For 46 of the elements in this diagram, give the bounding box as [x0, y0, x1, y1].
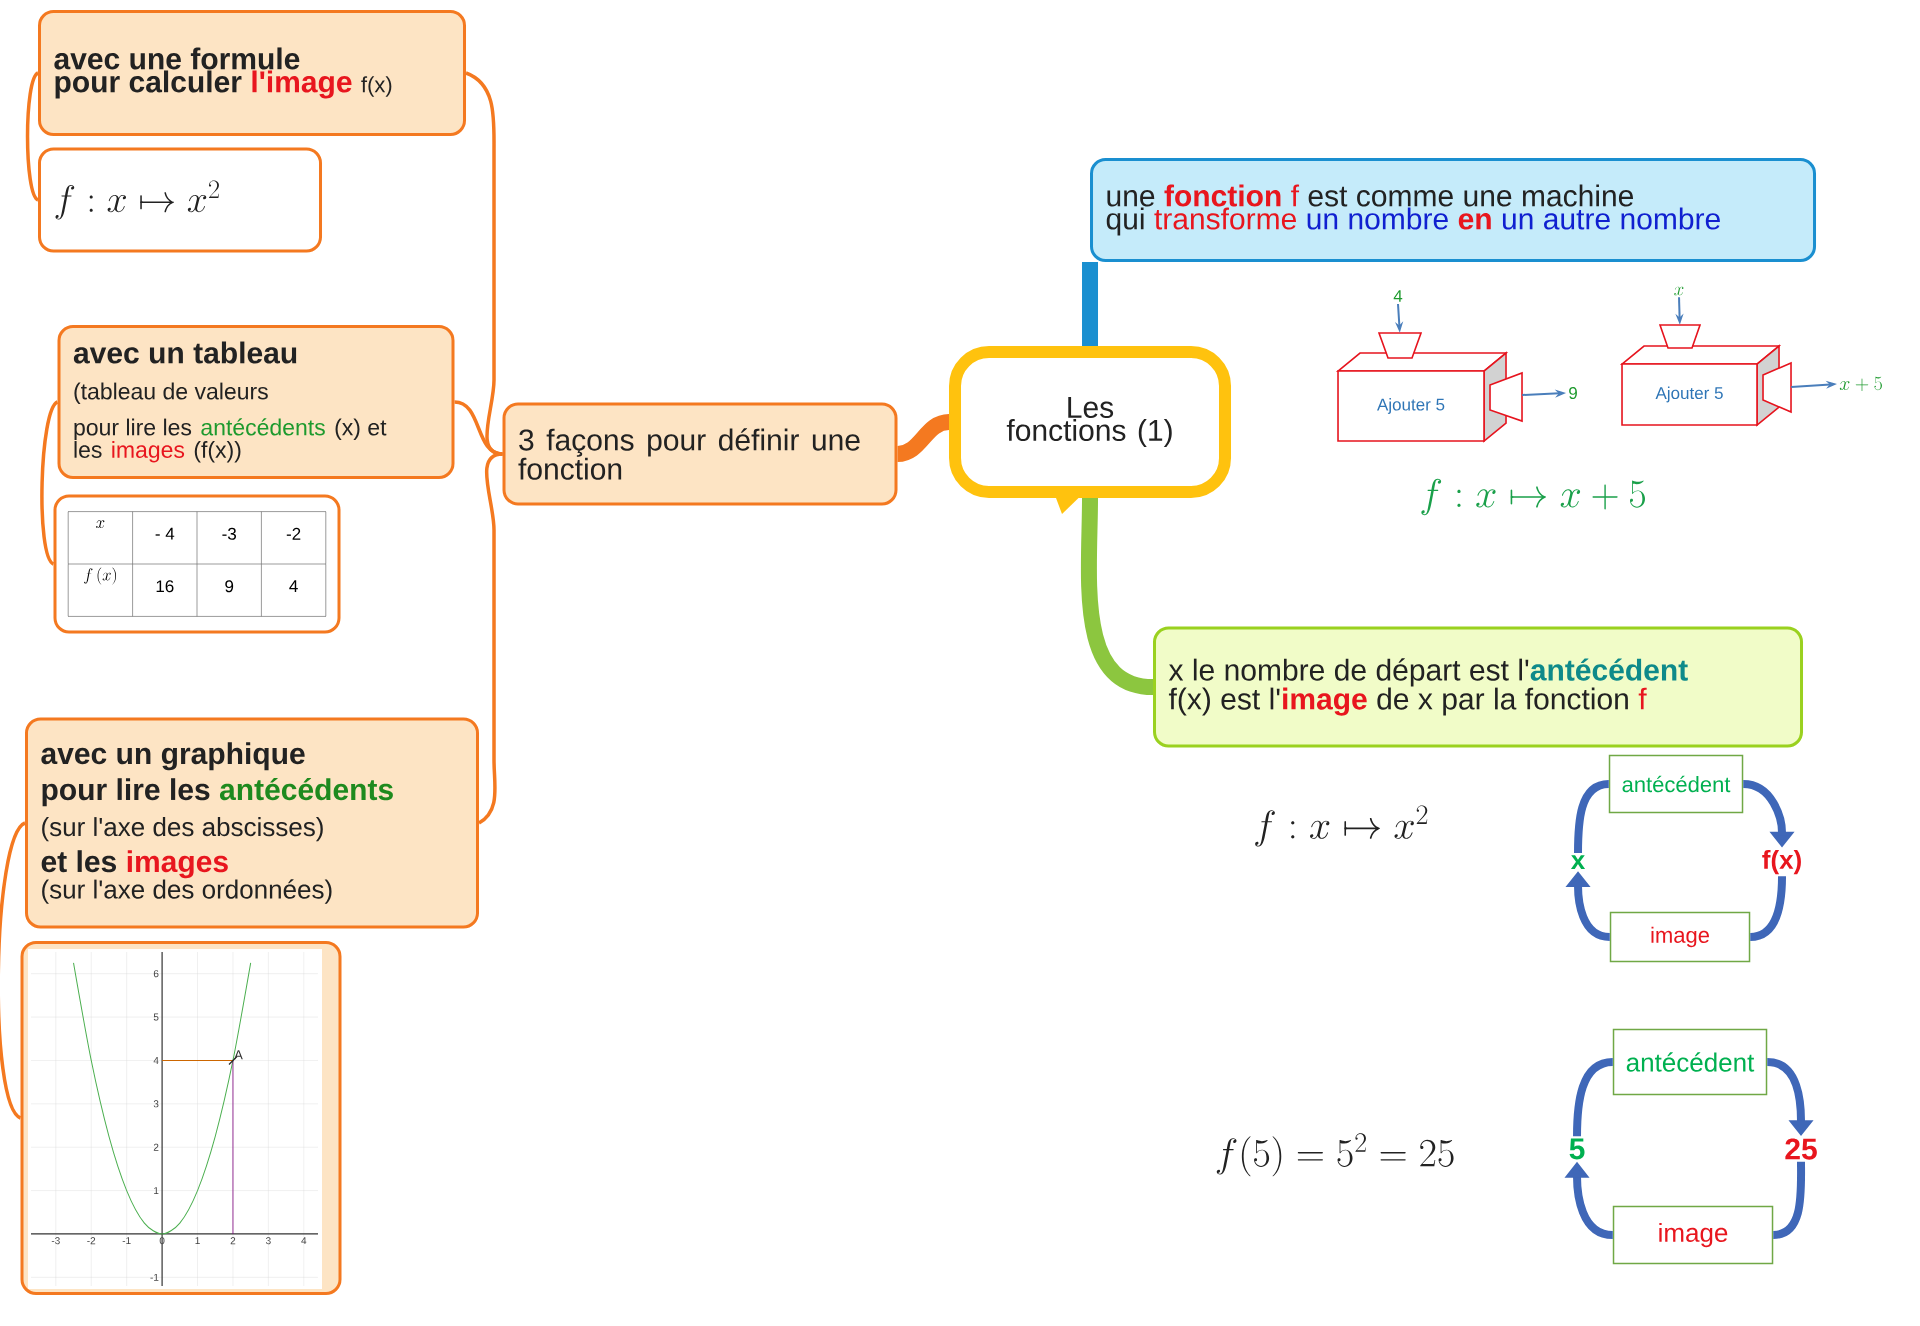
- text-label: 9: [1569, 387, 1577, 400]
- y-tick-label: 2: [153, 1143, 159, 1151]
- branch-box: une fonction f est comme une machine qui transforme un nombre en un autre nombre: [1090, 158, 1816, 262]
- x-tick-label: -3: [51, 1237, 60, 1245]
- x-tick-label: 4: [301, 1237, 307, 1245]
- y-tick-label: 5: [153, 1013, 159, 1021]
- branch-line: [478, 452, 503, 825]
- branch-box: x le nombre de départ est l'antécédent f(x) est l'image de x par la fonction f: [1153, 626, 1803, 748]
- formula: $f : x \mapsto x + 5$: [1421, 478, 1645, 516]
- annotation: A: [234, 1050, 243, 1060]
- y-tick-label: 3: [153, 1100, 159, 1108]
- text-label: $x + 5$: [1839, 376, 1882, 392]
- word-box: antécédent: [1608, 754, 1744, 814]
- branch-box: 3 façons pour définir une fonction: [502, 402, 898, 506]
- branch-box: avec un tableau (tableau de valeurs pour lire les antécédents (x) et les images (f(x)): [57, 325, 455, 479]
- branch-box: $f : x \mapsto x^{2}$: [38, 147, 322, 253]
- branch-line: [0, 821, 27, 1120]
- text-label: 5: [1569, 1138, 1585, 1160]
- branch-line: [1082, 262, 1098, 346]
- value-table: $x$ - 4 -3 -2 $f\left(x\right)$ 16 9 4: [53, 494, 341, 634]
- text-label: 4: [1393, 290, 1403, 302]
- x-tick-label: -1: [122, 1237, 131, 1245]
- text-label: 25: [1785, 1138, 1817, 1160]
- y-tick-label: -1: [150, 1273, 159, 1281]
- branch-line: [896, 414, 950, 462]
- y-tick-label: 4: [153, 1057, 159, 1064]
- y-tick-label: 1: [154, 1187, 159, 1195]
- branch-box: avec un graphique pour lire les antécédents (sur l'axe des abscisses) et les images (sur l'axe des ordonnées): [25, 717, 479, 929]
- line-series: [73, 962, 252, 1235]
- text-label: $x$: [1674, 286, 1684, 296]
- word-box: image: [1612, 1205, 1774, 1265]
- x-tick-label: 2: [230, 1237, 236, 1245]
- speech-bubble: Les fonctions (1): [949, 346, 1231, 514]
- text-label: f(x): [1762, 849, 1801, 875]
- text-label: x: [1570, 855, 1586, 869]
- branch-line: [40, 400, 59, 566]
- formula: $f : x \mapsto x^{2}$: [1255, 805, 1428, 847]
- x-tick-label: 3: [265, 1237, 271, 1245]
- y-tick-label: 6: [153, 970, 159, 978]
- x-tick-label: -2: [87, 1237, 96, 1245]
- word-box: antécédent: [1612, 1028, 1768, 1096]
- branch-line: [25, 71, 40, 202]
- x-tick-label: 1: [195, 1237, 200, 1245]
- word-box: image: [1609, 911, 1751, 963]
- formula: $f(5) = 5^{2} = 25$: [1216, 1133, 1454, 1177]
- branch-box: avec une formule pour calculer l'image f(x): [38, 10, 466, 136]
